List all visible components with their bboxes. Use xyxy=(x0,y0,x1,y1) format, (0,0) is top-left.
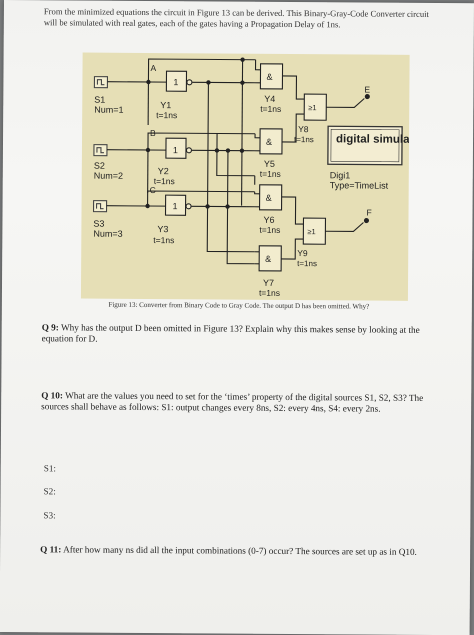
wire-b-top xyxy=(148,133,255,151)
gate-y9-delay: t=1ns xyxy=(297,259,317,268)
node-label-e: E xyxy=(364,85,370,95)
source-s3-symbol xyxy=(94,201,107,212)
wire-a-top xyxy=(148,59,255,83)
question-11: Q 11: After how many ns did all the inpu… xyxy=(40,544,445,558)
question-10: Q 10: What are the values you need to se… xyxy=(41,390,446,415)
node-label-c: C xyxy=(150,185,156,195)
gate-y6-symbol: & xyxy=(266,193,272,203)
wire-y4-out xyxy=(282,76,304,99)
gate-y1-delay: t=1ns xyxy=(156,110,177,120)
gate-y8-id: Y8 xyxy=(298,124,309,134)
source-s2-symbol xyxy=(94,145,107,156)
question-11-label: Q 11: xyxy=(40,544,61,554)
gate-y8-delay: t=1ns xyxy=(294,135,314,144)
answer-label-s2: S2: xyxy=(44,486,56,496)
node-label-a: A xyxy=(150,63,156,73)
wire-c-top xyxy=(148,191,255,207)
question-10-label: Q 10: xyxy=(41,390,63,400)
source-s1-param: Num=1 xyxy=(94,105,123,115)
question-9-text: Why has the output D been omitted in Fig… xyxy=(42,322,420,343)
gate-y7-id: Y7 xyxy=(263,278,274,288)
gate-y1-id: Y1 xyxy=(160,100,171,110)
gate-y2-symbol: 1 xyxy=(173,145,178,155)
source-s2-name: S2 xyxy=(94,161,105,171)
gate-y4-delay: t=1ns xyxy=(260,104,281,114)
source-s3-param: Num=3 xyxy=(93,229,122,239)
circuit-diagram: S1 Num=1 S2 Num=2 S3 Num=3 A B C E F 1 1… xyxy=(81,53,410,301)
gate-y7-delay: t=1ns xyxy=(259,288,280,298)
gate-y2-delay: t=1ns xyxy=(154,176,175,186)
answer-label-s3: S3: xyxy=(43,510,55,520)
gate-y4-id: Y4 xyxy=(264,94,275,104)
wire-f-out xyxy=(325,222,363,231)
gate-y1-bubble xyxy=(187,80,192,85)
intro-paragraph: From the minimized equations the circuit… xyxy=(44,6,444,30)
figure-caption: Figure 13: Converter from Binary Code to… xyxy=(2,300,474,311)
gate-y3-symbol: 1 xyxy=(173,201,178,211)
digi-name: Digi1 xyxy=(330,170,351,180)
digi-type: Type=TimeList xyxy=(330,180,389,190)
gate-y8-symbol: ≥1 xyxy=(308,103,316,112)
source-s3-name: S3 xyxy=(93,219,104,229)
question-9-label: Q 9: xyxy=(42,322,59,332)
node-label-b: B xyxy=(150,128,156,138)
gate-y5-symbol: & xyxy=(266,137,272,147)
gate-y5-id: Y5 xyxy=(264,159,275,169)
terminal-e xyxy=(365,95,369,99)
gate-y6-id: Y6 xyxy=(263,215,274,225)
question-11-text: After how many ns did all the input comb… xyxy=(63,544,417,556)
source-s1-name: S1 xyxy=(94,95,105,105)
digital-simulation-label: digital simulation xyxy=(336,133,410,146)
gate-y4-symbol: & xyxy=(266,72,272,82)
source-s2-param: Num=2 xyxy=(94,171,123,181)
wire-y6-out xyxy=(281,197,303,224)
wire-dist-1 xyxy=(207,82,255,251)
gate-y2-bubble xyxy=(186,148,191,153)
gate-y2-id: Y2 xyxy=(158,166,169,176)
wire-y5-in xyxy=(247,134,260,151)
terminal-f xyxy=(364,219,368,223)
wire-y4-in xyxy=(247,60,260,83)
circuit-svg: S1 Num=1 S2 Num=2 S3 Num=3 A B C E F 1 1… xyxy=(81,53,410,301)
gate-y3-bubble xyxy=(186,204,191,209)
node-label-f: F xyxy=(366,208,371,218)
gate-y3-id: Y3 xyxy=(157,224,168,234)
question-10-text: What are the values you need to set for … xyxy=(41,390,423,413)
gate-y5-delay: t=1ns xyxy=(260,169,281,179)
wire-y7-in xyxy=(254,252,259,264)
question-9: Q 9: Why has the output D been omitted i… xyxy=(42,322,447,347)
gate-y9-symbol: ≥1 xyxy=(307,227,315,236)
wire-dist-4 xyxy=(217,133,255,175)
wire-e-out xyxy=(326,98,364,107)
gate-y6-delay: t=1ns xyxy=(259,225,280,235)
source-s1-symbol xyxy=(94,77,107,88)
gate-y3-delay: t=1ns xyxy=(153,235,174,245)
gate-y1-symbol: 1 xyxy=(173,77,178,87)
gate-y7-symbol: & xyxy=(265,254,271,264)
answer-label-s1: S1: xyxy=(44,463,56,473)
gate-y9-id: Y9 xyxy=(297,248,308,258)
